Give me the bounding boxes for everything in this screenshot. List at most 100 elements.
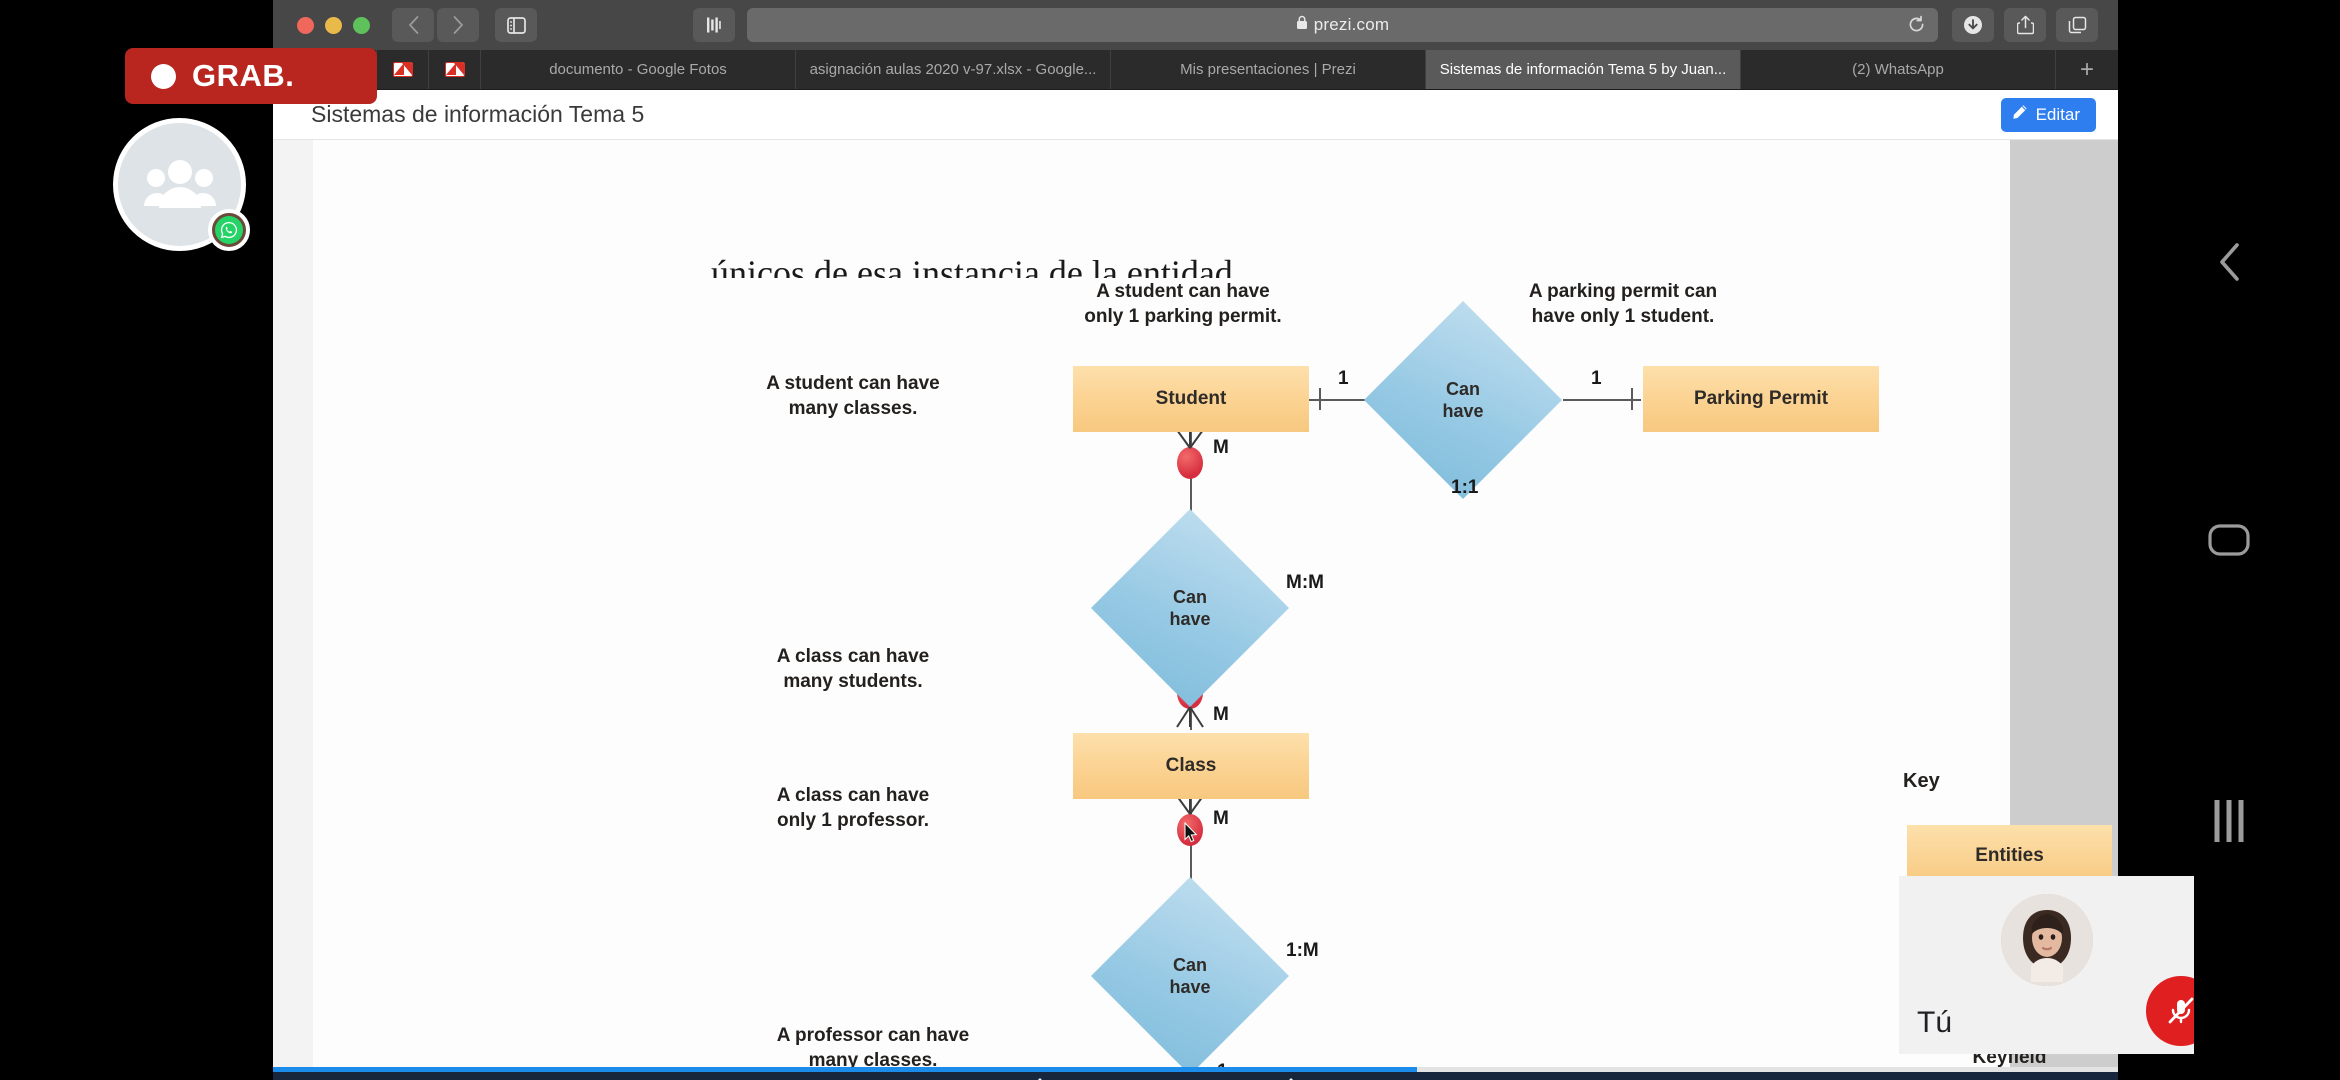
cardinality-student-m: M: [1213, 437, 1229, 458]
browser-toolbar: prezi.com: [273, 0, 2118, 50]
tab-overview-icon[interactable]: [2056, 8, 2098, 42]
connector-class-rel3: [1190, 796, 1192, 906]
gmail-icon: [444, 62, 465, 77]
cardinality-permit-1: 1: [1591, 368, 1602, 389]
crowfoot-class-top: [1176, 706, 1204, 728]
lock-icon: [1296, 15, 1308, 35]
note-line-1: A student can have: [766, 373, 940, 394]
address-bar[interactable]: prezi.com: [747, 8, 1938, 42]
pencil-icon: [2012, 104, 2028, 125]
note-student-permit: A student can have only 1 parking permit…: [1033, 280, 1333, 329]
forward-button[interactable]: [437, 8, 479, 42]
note-line-2: have only 1 student.: [1531, 305, 1715, 327]
note-line-2: many students.: [783, 670, 923, 692]
download-icon[interactable]: [1952, 8, 1994, 42]
note-line-1: A professor can have: [776, 1025, 970, 1046]
grab-recording-badge[interactable]: GRAB.: [125, 48, 377, 104]
connector-student-rel1: [1309, 399, 1387, 401]
tab-strip: documento - Google Fotos asignación aula…: [273, 50, 2118, 90]
cardinality-class-top-m: M: [1213, 704, 1229, 725]
reader-view-icon[interactable]: [693, 8, 735, 42]
entity-student[interactable]: Student: [1073, 366, 1309, 432]
window-controls: [297, 16, 370, 34]
note-line-2: only 1 professor.: [776, 809, 930, 831]
whatsapp-badge: [208, 209, 250, 251]
maximize-window-button[interactable]: [353, 16, 370, 34]
tab-gmail-3[interactable]: [377, 50, 429, 89]
edit-button-label: Editar: [2035, 104, 2080, 124]
new-tab-button[interactable]: +: [2079, 55, 2094, 83]
mic-off-icon[interactable]: [2146, 976, 2194, 1046]
mouse-cursor: [1184, 822, 1198, 843]
note-line-2: many classes.: [808, 1049, 938, 1071]
presentation-progress-bar: [273, 1067, 2118, 1072]
whatsapp-group-avatar[interactable]: [113, 118, 250, 251]
note-line-1: A student can have: [1096, 281, 1270, 302]
note-class-professor: A class can have only 1 professor.: [703, 784, 1003, 833]
cardinality-1-1: 1:1: [1451, 477, 1479, 498]
note-class-students: A class can have many students.: [703, 645, 1003, 694]
cardinality-bar-student: [1319, 388, 1321, 410]
note-line-2: many classes.: [788, 397, 918, 419]
url-text-group: prezi.com: [1296, 15, 1390, 35]
connector-student-rel2: [1190, 428, 1192, 538]
recents-bar: [2226, 800, 2232, 842]
gmail-icon: [392, 62, 413, 77]
note-line-1: A parking permit can: [1528, 281, 1718, 302]
tab-sistemas-informacion[interactable]: Sistemas de información Tema 5 by Juan..…: [1426, 50, 1741, 89]
prezi-header: Sistemas de información Tema 5 Editar: [273, 90, 2118, 140]
grab-label: GRAB.: [192, 58, 295, 93]
avatar: [2000, 894, 2093, 986]
note-line-1: A class can have: [776, 646, 930, 667]
tab-google-fotos[interactable]: documento - Google Fotos: [481, 50, 796, 89]
close-window-button[interactable]: [297, 16, 314, 34]
tab-whatsapp[interactable]: (2) WhatsApp: [1741, 50, 2056, 89]
slide-left-gutter: [273, 140, 313, 1080]
crowfoot-class-bottom: [1176, 795, 1204, 815]
note-line-2: only 1 parking permit.: [1084, 305, 1282, 327]
tab-gmail-4[interactable]: [429, 50, 481, 89]
crowfoot-student: [1176, 429, 1204, 449]
tab-google-sheets[interactable]: asignación aulas 2020 v-97.xlsx - Google…: [796, 50, 1111, 89]
cardinality-1-m: 1:M: [1286, 940, 1319, 961]
keyfield-marker-student: [1177, 447, 1203, 479]
whatsapp-icon: [215, 216, 243, 244]
back-button[interactable]: [392, 8, 434, 42]
minimize-window-button[interactable]: [325, 16, 342, 34]
participant-name: Tú: [1917, 1006, 1953, 1039]
cut-off-heading: únicos de esa instancia de la entidad.: [711, 253, 1242, 278]
share-icon[interactable]: [2004, 8, 2046, 42]
cardinality-class-bottom-m: M: [1213, 808, 1229, 829]
note-student-classes: A student can have many classes.: [703, 372, 1003, 421]
toolbar-right-buttons: [1952, 8, 2098, 42]
progress-fill: [273, 1067, 1417, 1072]
relationship-student-class-shape[interactable]: [1091, 509, 1289, 707]
sidebar-toggle-icon[interactable]: [495, 8, 537, 42]
note-line-1: A class can have: [776, 785, 930, 806]
video-self-tile[interactable]: Tú: [1899, 876, 2194, 1054]
presentation-nav-bar: [273, 1072, 2118, 1080]
page-title: Sistemas de información Tema 5: [311, 101, 645, 127]
android-home-icon[interactable]: [2207, 523, 2251, 557]
cardinality-m-m: M:M: [1286, 572, 1324, 593]
cardinality-student-1: 1: [1338, 368, 1349, 389]
entity-parking-permit[interactable]: Parking Permit: [1643, 366, 1879, 432]
tab-mis-presentaciones[interactable]: Mis presentaciones | Prezi: [1111, 50, 1426, 89]
record-dot-icon: [151, 63, 176, 89]
reload-icon[interactable]: [1907, 15, 1926, 39]
relationship-student-permit-shape[interactable]: [1364, 301, 1562, 499]
note-permit-student: A parking permit can have only 1 student…: [1463, 280, 1783, 329]
android-recents-icon[interactable]: [2214, 800, 2244, 842]
browser-window: prezi.com: [273, 0, 2118, 1080]
er-diagram: únicos de esa instancia de la entidad. A…: [273, 140, 2118, 1080]
entity-class[interactable]: Class: [1073, 733, 1309, 799]
url-label: prezi.com: [1313, 15, 1390, 34]
recents-bar: [2214, 800, 2220, 842]
edit-button[interactable]: Editar: [2000, 97, 2096, 132]
android-back-icon[interactable]: [2214, 240, 2244, 284]
prezi-stage[interactable]: únicos de esa instancia de la entidad. A…: [273, 140, 2118, 1080]
connector-rel1-permit: [1563, 399, 1641, 401]
key-title: Key: [1903, 770, 1940, 792]
nav-buttons: [392, 8, 479, 42]
